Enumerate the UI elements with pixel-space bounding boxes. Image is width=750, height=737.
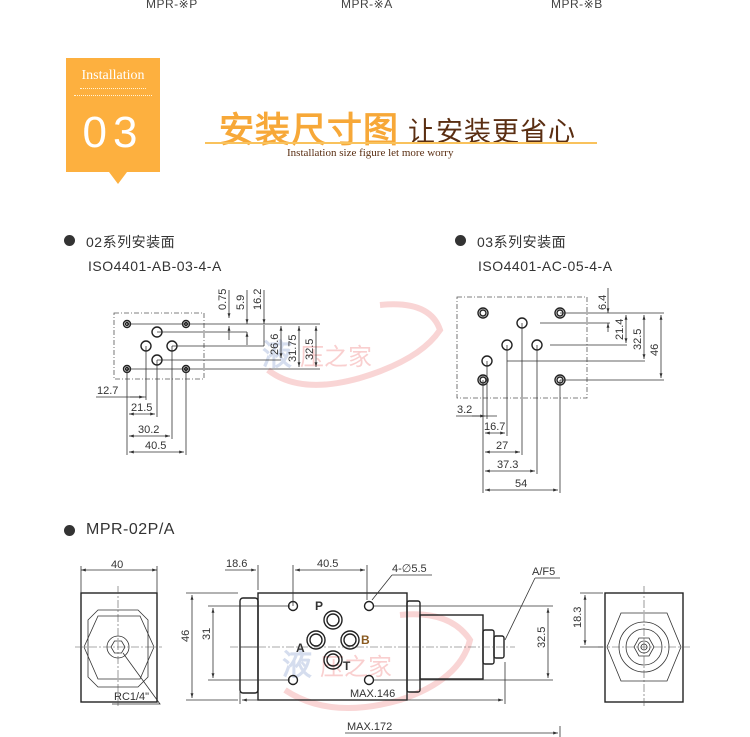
dim-label: 12.7 (97, 385, 118, 397)
page-title: 安装尺寸图 (219, 111, 400, 151)
dim-label: RC1/4" (114, 691, 149, 703)
dim-label: MAX.172 (347, 721, 392, 733)
dim-label: 21.5 (131, 402, 152, 414)
dim-label: 18.6 (226, 558, 247, 570)
dim-label: 46 (649, 344, 661, 356)
dim-label: 16.7 (484, 421, 505, 433)
mpr-front-view: P A B T 18.6 40.5 4-∅5.5 A/F5 46 31 32.5 (180, 558, 561, 737)
watermark-logo: 液 压之家 (282, 611, 474, 711)
svg-text:液: 液 (282, 649, 312, 682)
dim-label: 4-∅5.5 (392, 563, 427, 575)
mpr-right-view: 18.3 (572, 586, 690, 708)
badge-divider (74, 95, 152, 97)
dim-label: 32.5 (632, 329, 644, 350)
model-label-a: MPR-※A (341, 0, 393, 11)
section-02-standard: ISO4401-AB-03-4-A (88, 258, 222, 274)
port-label-t: T (343, 659, 351, 673)
dim-label: 54 (515, 478, 527, 490)
dim-label: 18.3 (572, 607, 584, 628)
dim-label: 32.5 (536, 627, 548, 648)
port-label-p: P (315, 599, 323, 613)
section-03-standard: ISO4401-AC-05-4-A (478, 258, 613, 274)
watermark-logo: 液 压之家 (262, 301, 444, 388)
title-underline (205, 142, 597, 144)
badge-divider (80, 88, 146, 90)
dim-label: 30.2 (138, 424, 159, 436)
dim-label: 21.4 (614, 319, 626, 340)
section-03-title: 03系列安装面 (477, 234, 567, 250)
badge-number: 03 (82, 108, 144, 157)
dim-label: 26.6 (269, 334, 281, 355)
svg-text:压之家: 压之家 (300, 344, 372, 371)
dim-label: 31.75 (287, 334, 299, 362)
dim-label: 27 (496, 440, 508, 452)
dim-label: 40.5 (317, 558, 338, 570)
dim-label: 31 (201, 628, 213, 640)
section-mpr-title: MPR-02P/A (86, 521, 175, 538)
bullet-icon (64, 525, 75, 536)
dim-label: A/F5 (532, 566, 555, 578)
dim-label: 40 (111, 559, 123, 571)
mounting-face-03-drawing: 6.4 21.4 32.5 46 3.2 16.7 27 37.3 54 (456, 288, 664, 493)
dim-label: 0.75 (217, 289, 229, 310)
bullet-icon (455, 235, 466, 246)
section-02-title: 02系列安装面 (86, 234, 176, 250)
dim-label: 32.5 (304, 339, 316, 360)
dim-label: 5.9 (235, 295, 247, 310)
mounting-face-02-drawing: 0.75 5.9 16.2 26.6 31.75 32.5 12.7 21.5 … (96, 289, 320, 455)
port-label-b: B (361, 633, 370, 647)
port-label-a: A (296, 641, 305, 655)
badge-pointer (109, 172, 127, 184)
section-badge (66, 58, 160, 172)
model-label-b: MPR-※B (551, 0, 603, 11)
dim-label: 37.3 (497, 459, 518, 471)
dim-label: 3.2 (457, 404, 472, 416)
dim-label: 16.2 (252, 289, 264, 310)
mpr-left-view: 40 RC1/4" (75, 559, 162, 708)
model-label-p: MPR-※P (146, 0, 198, 11)
dim-label: 6.4 (597, 295, 609, 310)
badge-title: Installation (81, 68, 145, 83)
dim-label: MAX.146 (350, 688, 395, 700)
page-subtitle: Installation size figure let more worry (287, 147, 454, 159)
svg-text:液: 液 (262, 339, 292, 372)
svg-text:压之家: 压之家 (320, 654, 392, 681)
bullet-icon (64, 235, 75, 246)
dim-label: 40.5 (145, 440, 166, 452)
dim-label: 46 (180, 630, 192, 642)
